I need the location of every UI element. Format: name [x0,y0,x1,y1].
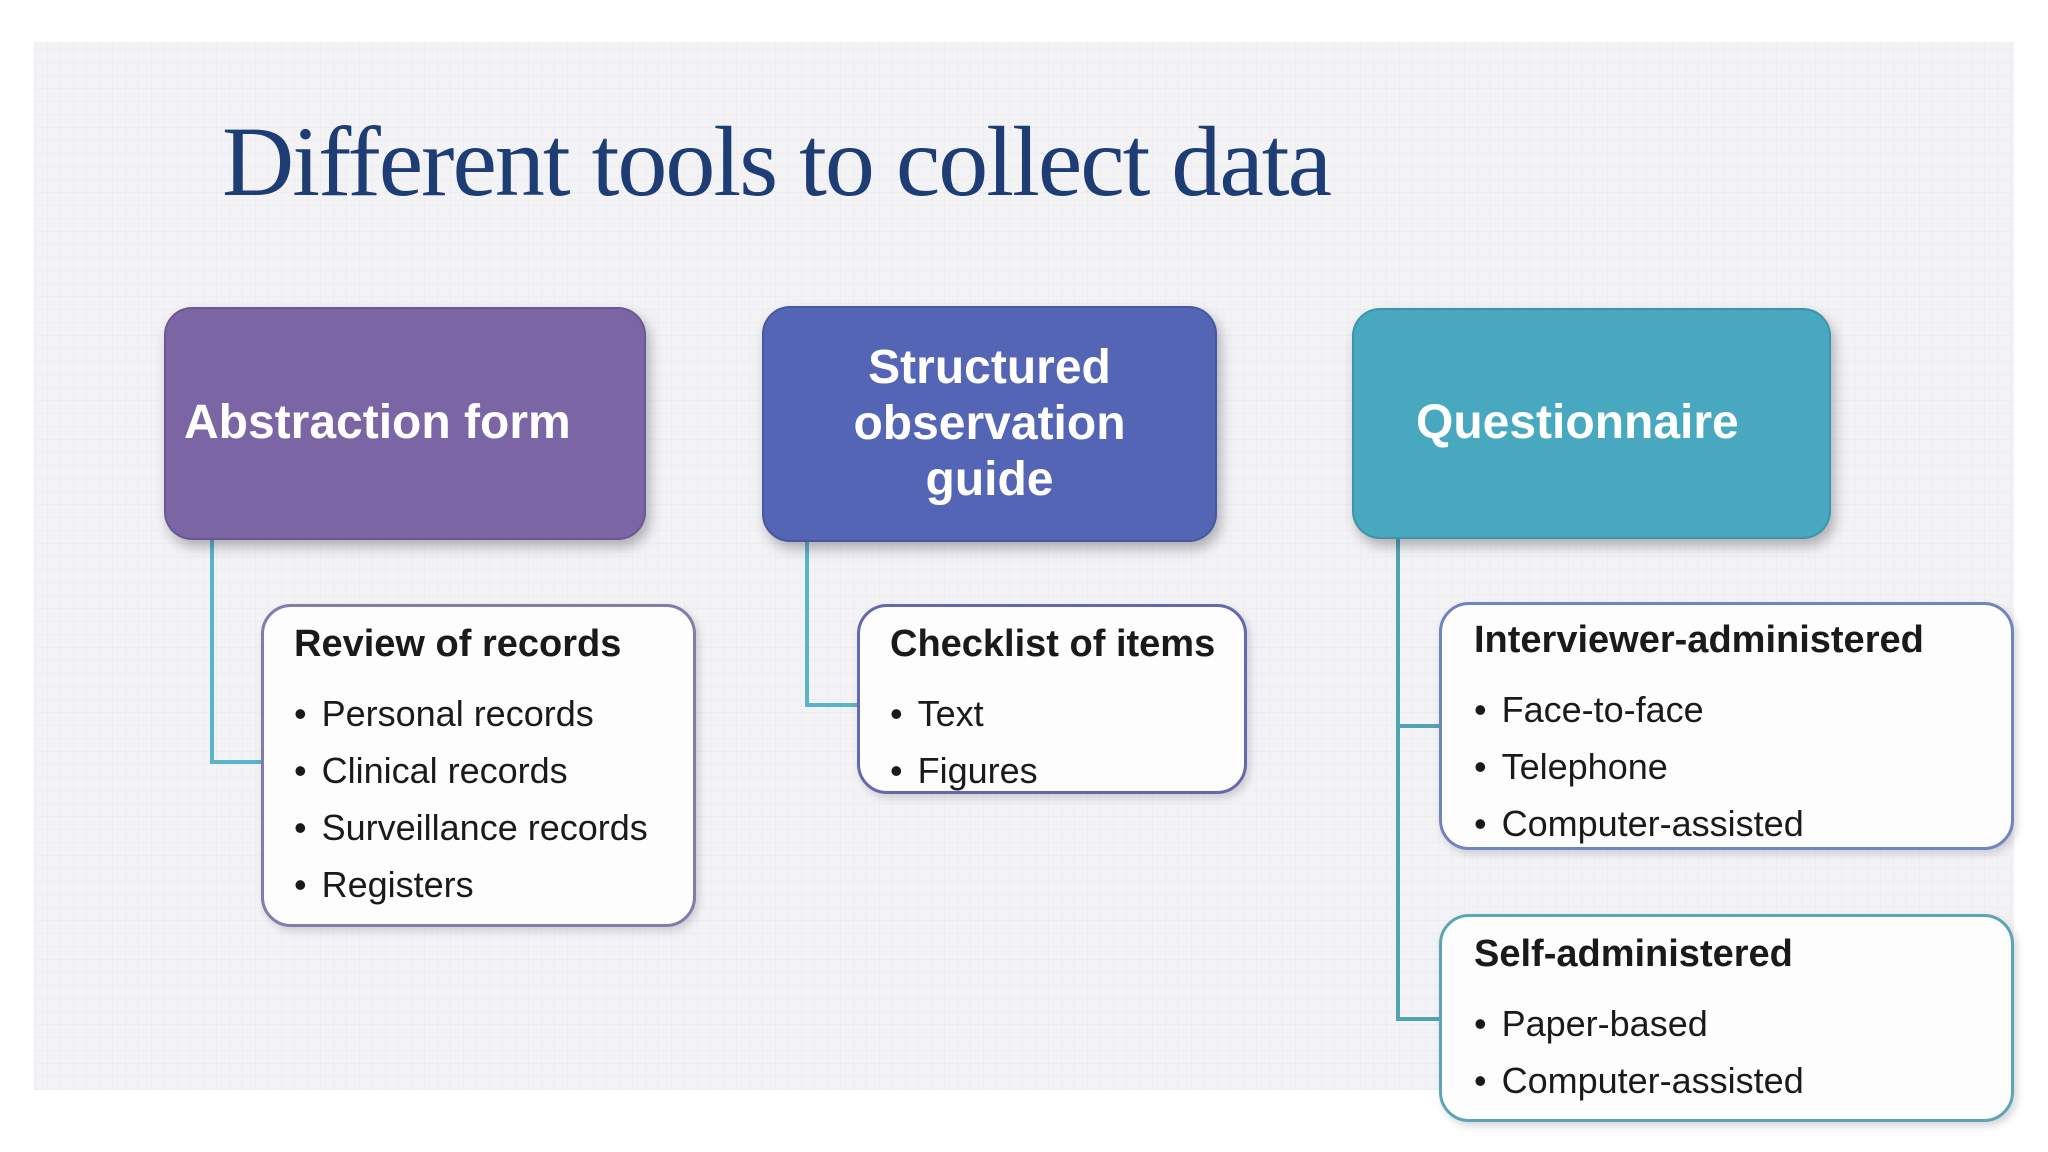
header-label: Structured observation guide [853,340,1126,507]
connector-observation-horizontal [805,703,859,707]
bullet-item: Personal records [294,685,673,742]
bullet-item: Computer-assisted [1474,795,1991,852]
bullet-item: Surveillance records [294,799,673,856]
bullet-list: Paper-based Computer-assisted [1474,995,1991,1109]
header-box-abstraction-form: Abstraction form [164,307,646,540]
child-box-checklist-of-items: Checklist of items Text Figures [857,604,1247,794]
connector-abstraction-horizontal [210,760,263,764]
bullet-item: Text [890,685,1224,742]
bullet-item: Figures [890,742,1224,799]
header-box-questionnaire: Questionnaire [1352,308,1831,539]
bullet-item: Computer-assisted [1474,1052,1991,1109]
slide-canvas: Different tools to collect data Abstract… [34,42,2014,1122]
child-box-title: Review of records [294,623,622,665]
slide-title: Different tools to collect data [222,106,1332,217]
child-box-title: Self-administered [1474,933,1793,975]
child-box-interviewer-administered: Interviewer-administered Face-to-face Te… [1439,602,2014,850]
connector-abstraction-vertical [210,540,214,764]
header-label: Questionnaire [1416,396,1739,450]
connector-observation-vertical [805,542,809,707]
bullet-item: Registers [294,856,673,913]
bullet-item: Clinical records [294,742,673,799]
bullet-item: Paper-based [1474,995,1991,1052]
bullet-list: Personal records Clinical records Survei… [294,685,673,913]
bullet-item: Face-to-face [1474,681,1991,738]
bullet-list: Text Figures [890,685,1224,799]
bullet-list: Face-to-face Telephone Computer-assisted [1474,681,1991,852]
child-box-review-of-records: Review of records Personal records Clini… [261,604,696,927]
bullet-item: Telephone [1474,738,1991,795]
child-box-title: Checklist of items [890,623,1216,665]
connector-questionnaire-branch-self [1396,1017,1441,1021]
child-box-title: Interviewer-administered [1474,619,1924,661]
connector-questionnaire-vertical [1396,539,1400,1021]
header-label: Abstraction form [184,396,571,450]
connector-questionnaire-branch-interviewer [1396,724,1441,728]
header-box-structured-observation-guide: Structured observation guide [762,306,1217,542]
child-box-self-administered: Self-administered Paper-based Computer-a… [1439,914,2014,1122]
